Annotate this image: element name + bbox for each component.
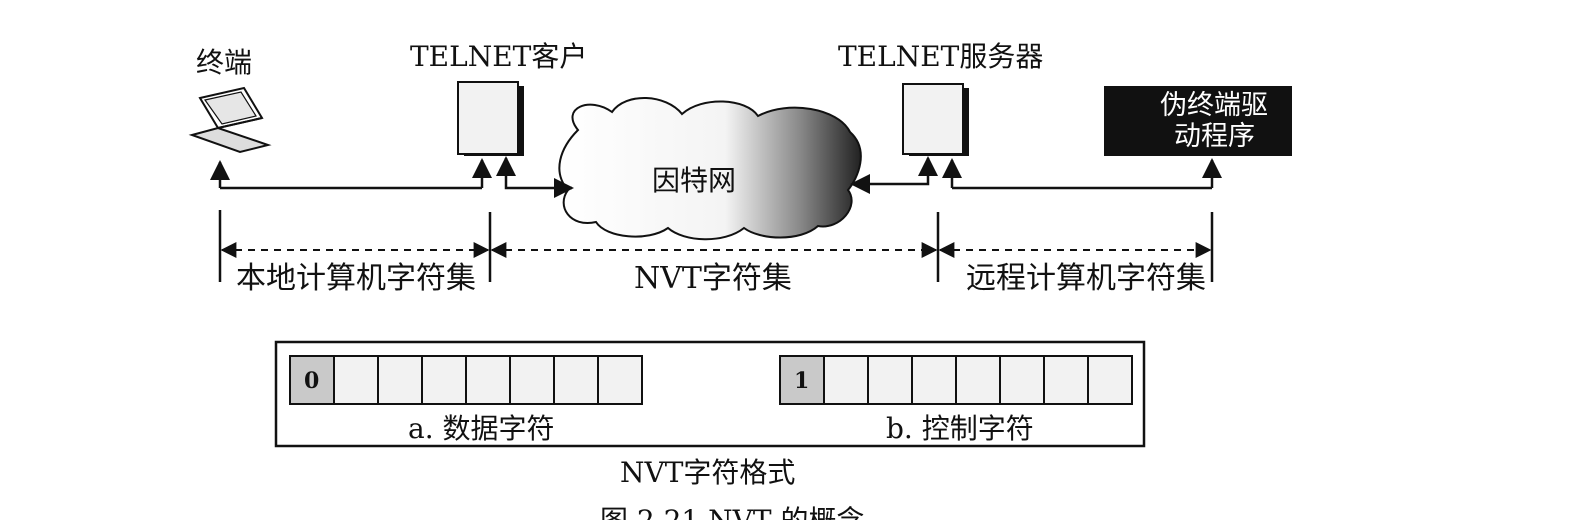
pseudo-terminal-line2: 动程序 xyxy=(1174,121,1255,152)
remote-charset-label: 远程计算机字符集 xyxy=(966,261,1206,296)
pseudo-terminal-line1: 伪终端驱 xyxy=(1160,90,1268,121)
data-char-cells: 0 xyxy=(289,355,643,405)
internet-cloud: 因特网 xyxy=(558,97,862,241)
control-char-label: b. 控制字符 xyxy=(886,412,1034,445)
pseudo-terminal-box: 伪终端驱 动程序 xyxy=(1104,86,1292,156)
data-char-first-bit: 0 xyxy=(304,368,319,394)
local-charset-label: 本地计算机字符集 xyxy=(236,261,476,296)
telnet-server-box xyxy=(902,83,969,156)
data-char-label: a. 数据字符 xyxy=(408,412,555,445)
laptop-icon xyxy=(188,86,272,154)
client-label: TELNET客户 xyxy=(410,40,587,73)
internet-label: 因特网 xyxy=(652,164,736,197)
telnet-client-box xyxy=(457,81,524,156)
nvt-charset-label: NVT字符集 xyxy=(634,261,792,296)
server-label: TELNET服务器 xyxy=(838,40,1043,73)
control-char-first-bit: 1 xyxy=(794,368,809,394)
nvt-format-title: NVT字符格式 xyxy=(620,456,795,489)
terminal-label: 终端 xyxy=(196,46,252,79)
figure-caption: 图 2.21 NVT 的概念 xyxy=(600,504,864,520)
control-char-cells: 1 xyxy=(779,355,1133,405)
